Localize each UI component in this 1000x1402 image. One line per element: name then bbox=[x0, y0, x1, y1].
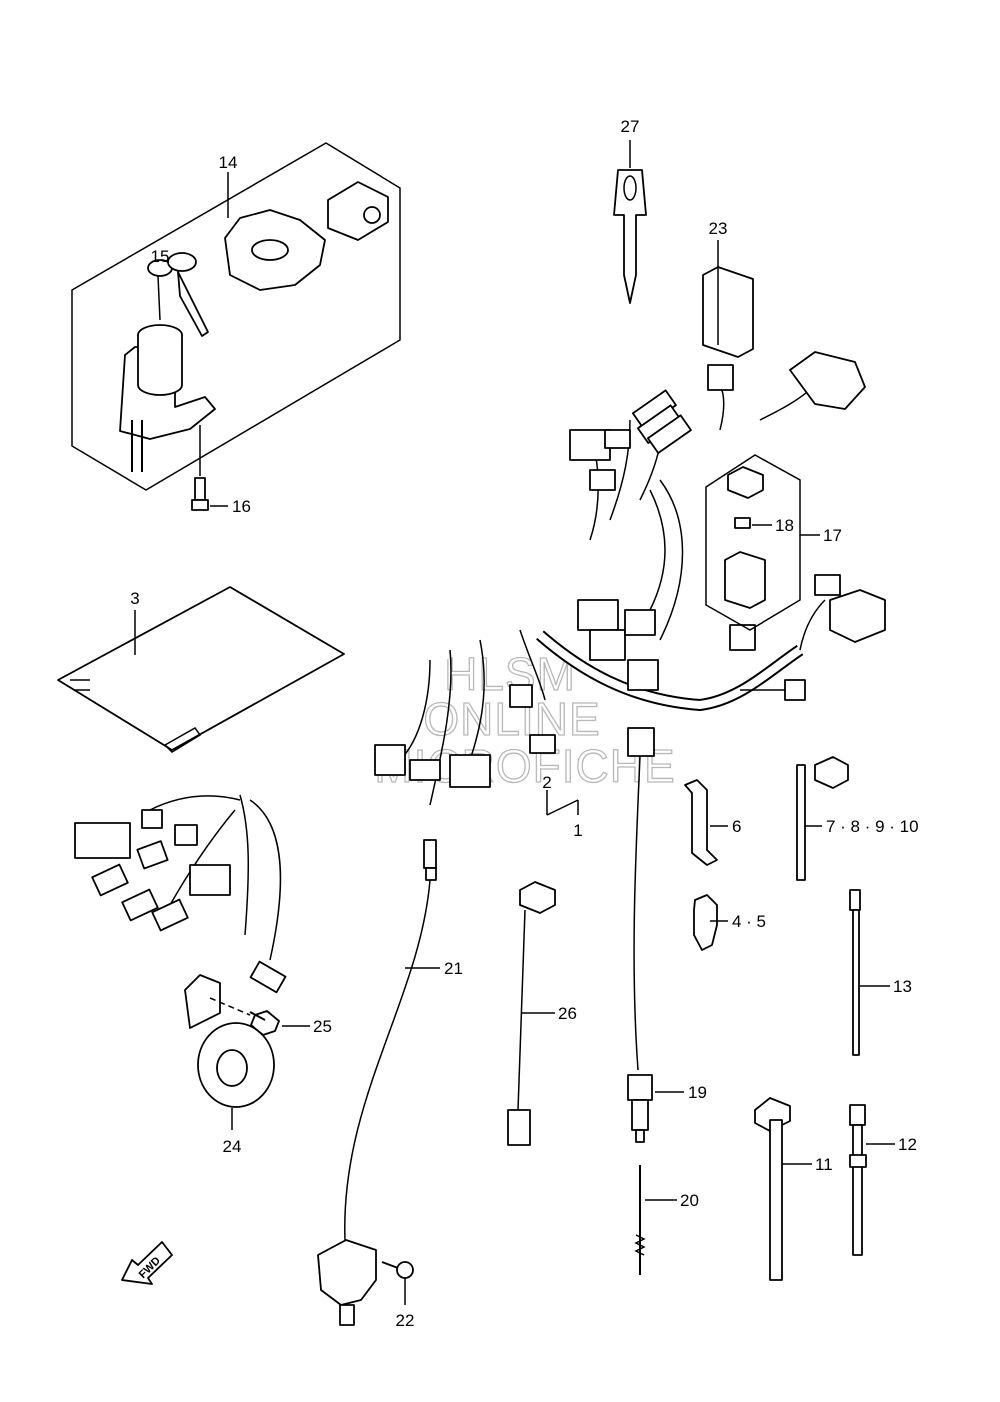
label-17: 17 bbox=[823, 526, 842, 545]
label-25: 25 bbox=[313, 1017, 332, 1036]
fwd-arrow-icon: FWD bbox=[121, 1241, 173, 1285]
label-21: 21 bbox=[444, 959, 463, 978]
sensor-26[interactable] bbox=[507, 881, 556, 1146]
cable-tie-13[interactable] bbox=[849, 889, 890, 1056]
relay-23[interactable] bbox=[702, 240, 754, 358]
label-22: 22 bbox=[396, 1311, 415, 1330]
wiring-harness[interactable] bbox=[74, 351, 886, 994]
screw-22[interactable] bbox=[381, 1261, 414, 1305]
label-11: 11 bbox=[815, 1155, 833, 1174]
label-23: 23 bbox=[709, 219, 728, 238]
label-4-5: 4 · 5 bbox=[732, 912, 766, 931]
label-13: 13 bbox=[893, 977, 912, 996]
clamp-6[interactable] bbox=[684, 779, 728, 866]
label-19: 19 bbox=[688, 1083, 707, 1102]
key-27[interactable] bbox=[613, 140, 647, 304]
label-3: 3 bbox=[130, 589, 139, 608]
label-12: 12 bbox=[898, 1135, 917, 1154]
label-1: 1 bbox=[573, 821, 582, 840]
horn-24[interactable] bbox=[184, 974, 275, 1130]
band-7-10[interactable] bbox=[796, 756, 849, 881]
label-15: 15 bbox=[151, 247, 170, 266]
switch-21[interactable] bbox=[317, 839, 440, 1326]
switch-19[interactable] bbox=[627, 727, 684, 1143]
label-20: 20 bbox=[680, 1191, 699, 1210]
label-27: 27 bbox=[621, 117, 640, 136]
ignition-switch-set[interactable] bbox=[71, 142, 401, 491]
label-24: 24 bbox=[223, 1137, 242, 1156]
label-14: 14 bbox=[219, 153, 238, 172]
rod-20[interactable] bbox=[634, 1165, 677, 1275]
clamp-4-5[interactable] bbox=[693, 894, 728, 951]
clamp-12[interactable] bbox=[849, 1104, 895, 1256]
label-6: 6 bbox=[732, 817, 741, 836]
label-bracket-1-2 bbox=[546, 790, 579, 816]
clamp-11[interactable] bbox=[754, 1097, 812, 1281]
screw-16[interactable] bbox=[191, 425, 228, 511]
wiring-sheet[interactable] bbox=[57, 586, 345, 753]
label-16: 16 bbox=[232, 497, 251, 516]
label-26: 26 bbox=[558, 1004, 577, 1023]
fuse-box-17[interactable] bbox=[705, 454, 820, 631]
bolt-25[interactable] bbox=[249, 1010, 310, 1036]
label-18: 18 bbox=[775, 516, 794, 535]
label-2: 2 bbox=[542, 773, 551, 792]
label-7-10: 7 · 8 · 9 · 10 bbox=[826, 817, 919, 836]
